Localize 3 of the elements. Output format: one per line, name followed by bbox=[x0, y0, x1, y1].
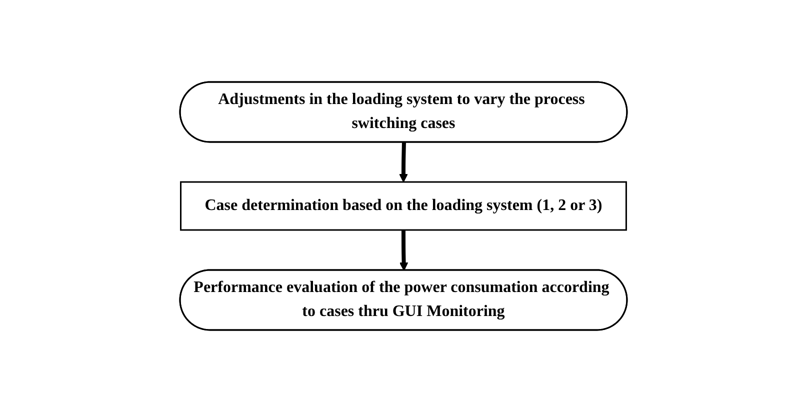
arrow bbox=[398, 142, 408, 182]
node-box: Case determination based on the loading system (1, 2 or 3) bbox=[180, 180, 626, 230]
arrow bbox=[398, 230, 408, 270]
